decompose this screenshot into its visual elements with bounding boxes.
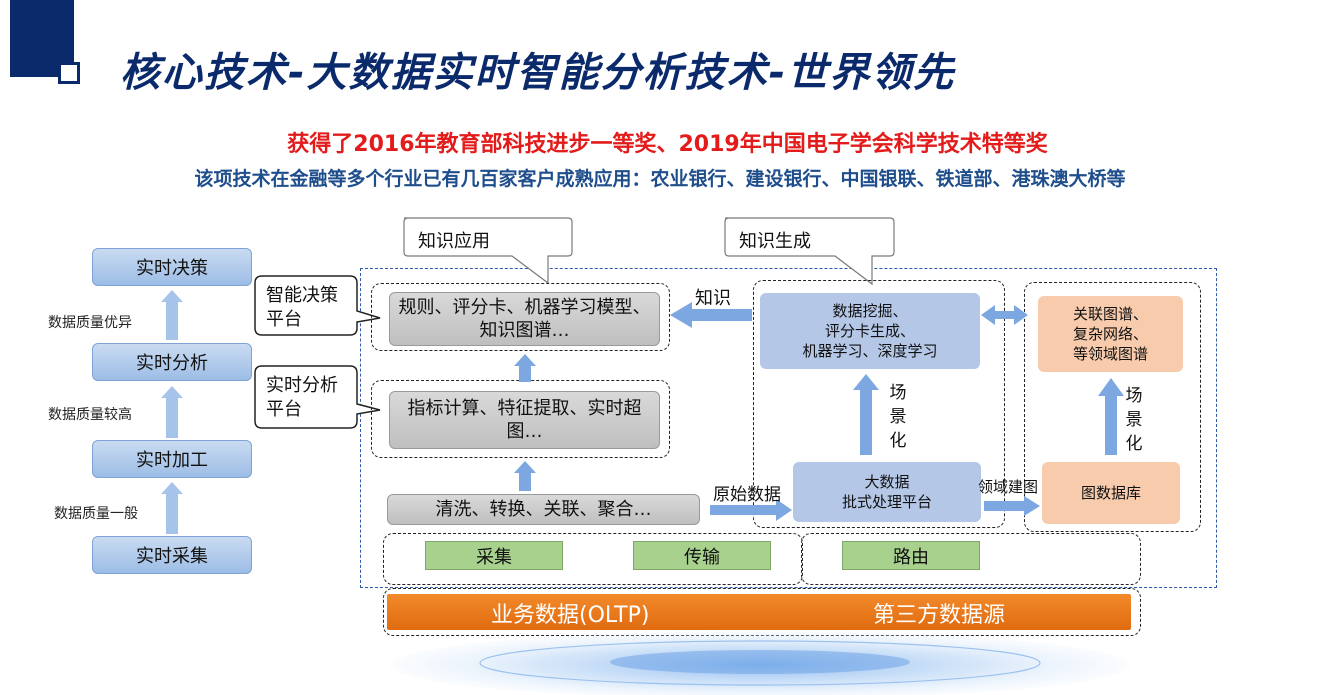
platform-frame [360,268,1217,588]
mining-line-1: 数据挖掘、 [832,301,908,320]
etl-box: 清洗、转换、关联、聚合… [387,494,700,525]
transfer-box: 传输 [633,541,771,570]
bigdata-line-1: 大数据 [864,472,910,491]
scenario-label-1: 场景化 [889,383,907,451]
corner-square-decoration [58,62,80,84]
graph-group [1024,282,1201,532]
data-mining-box: 数据挖掘、评分卡生成、机器学习、深度学习 [760,293,980,369]
graph-line-2: 复杂网络、 [1072,324,1148,343]
step-realtime-collection: 实时采集 [92,536,252,574]
metrics-box: 指标计算、特征提取、实时超图… [389,391,660,449]
step-realtime-analysis: 实时分析 [92,343,252,381]
bigdata-line-2: 批式处理平台 [841,493,932,511]
collect-box: 采集 [425,541,563,570]
raw-data-arrow-label: 原始数据 [713,485,781,505]
analysis-platform-callout: 实时分析平台 [266,375,338,420]
up-arrow-icon [514,354,536,382]
clients-line: 该项技术在金融等多个行业已有几百家客户成熟应用：农业银行、建设银行、中国银联、铁… [194,168,1126,190]
collect-transfer-group [383,533,803,585]
award-line: 获得了2016年教育部科技进步一等奖、2019年中国电子学会科学技术特等奖 [287,132,1048,157]
domain-graph-arrow-label: 领域建图 [978,478,1039,496]
rules-model-box: 规则、评分卡、机器学习模型、知识图谱… [389,292,660,346]
graph-line-3: 等领域图谱 [1072,345,1148,364]
graph-line-1: 关联图谱、 [1072,304,1148,323]
up-arrow-icon [161,482,183,534]
big-data-batch-box: 大数据批式处理平台 [793,462,981,522]
knowledge-generation-callout: 知识生成 [739,231,811,252]
decision-platform-callout: 智能决策平台 [266,285,338,330]
up-arrow-icon [161,290,183,340]
quality-high-label: 数据质量较高 [48,407,132,423]
mining-line-3: 机器学习、深度学习 [802,342,938,361]
knowledge-arrow-label: 知识 [695,288,731,309]
knowledge-generation-group [753,280,1005,528]
step-realtime-processing: 实时加工 [92,440,252,478]
third-party-source-label: 第三方数据源 [873,603,1006,628]
route-box: 路由 [842,541,980,570]
graph-types-box: 关联图谱、复杂网络、等领域图谱 [1038,296,1183,372]
graph-database-box: 图数据库 [1042,462,1180,524]
step-realtime-decision: 实时决策 [92,248,252,286]
quality-normal-label: 数据质量一般 [54,506,138,522]
page-title: 核心技术-大数据实时智能分析技术-世界领先 [120,50,956,96]
decision-platform-group [371,283,670,351]
route-group [801,533,1141,585]
scenario-label-2: 场景化 [1125,386,1143,454]
oltp-source-label: 业务数据(OLTP) [491,603,650,628]
knowledge-application-callout: 知识应用 [418,231,490,252]
mining-line-2: 评分卡生成、 [824,321,915,340]
data-sources-bar [387,594,1131,630]
quality-excellent-label: 数据质量优异 [48,315,132,331]
up-arrow-icon [514,461,536,491]
up-arrow-icon [161,386,183,438]
